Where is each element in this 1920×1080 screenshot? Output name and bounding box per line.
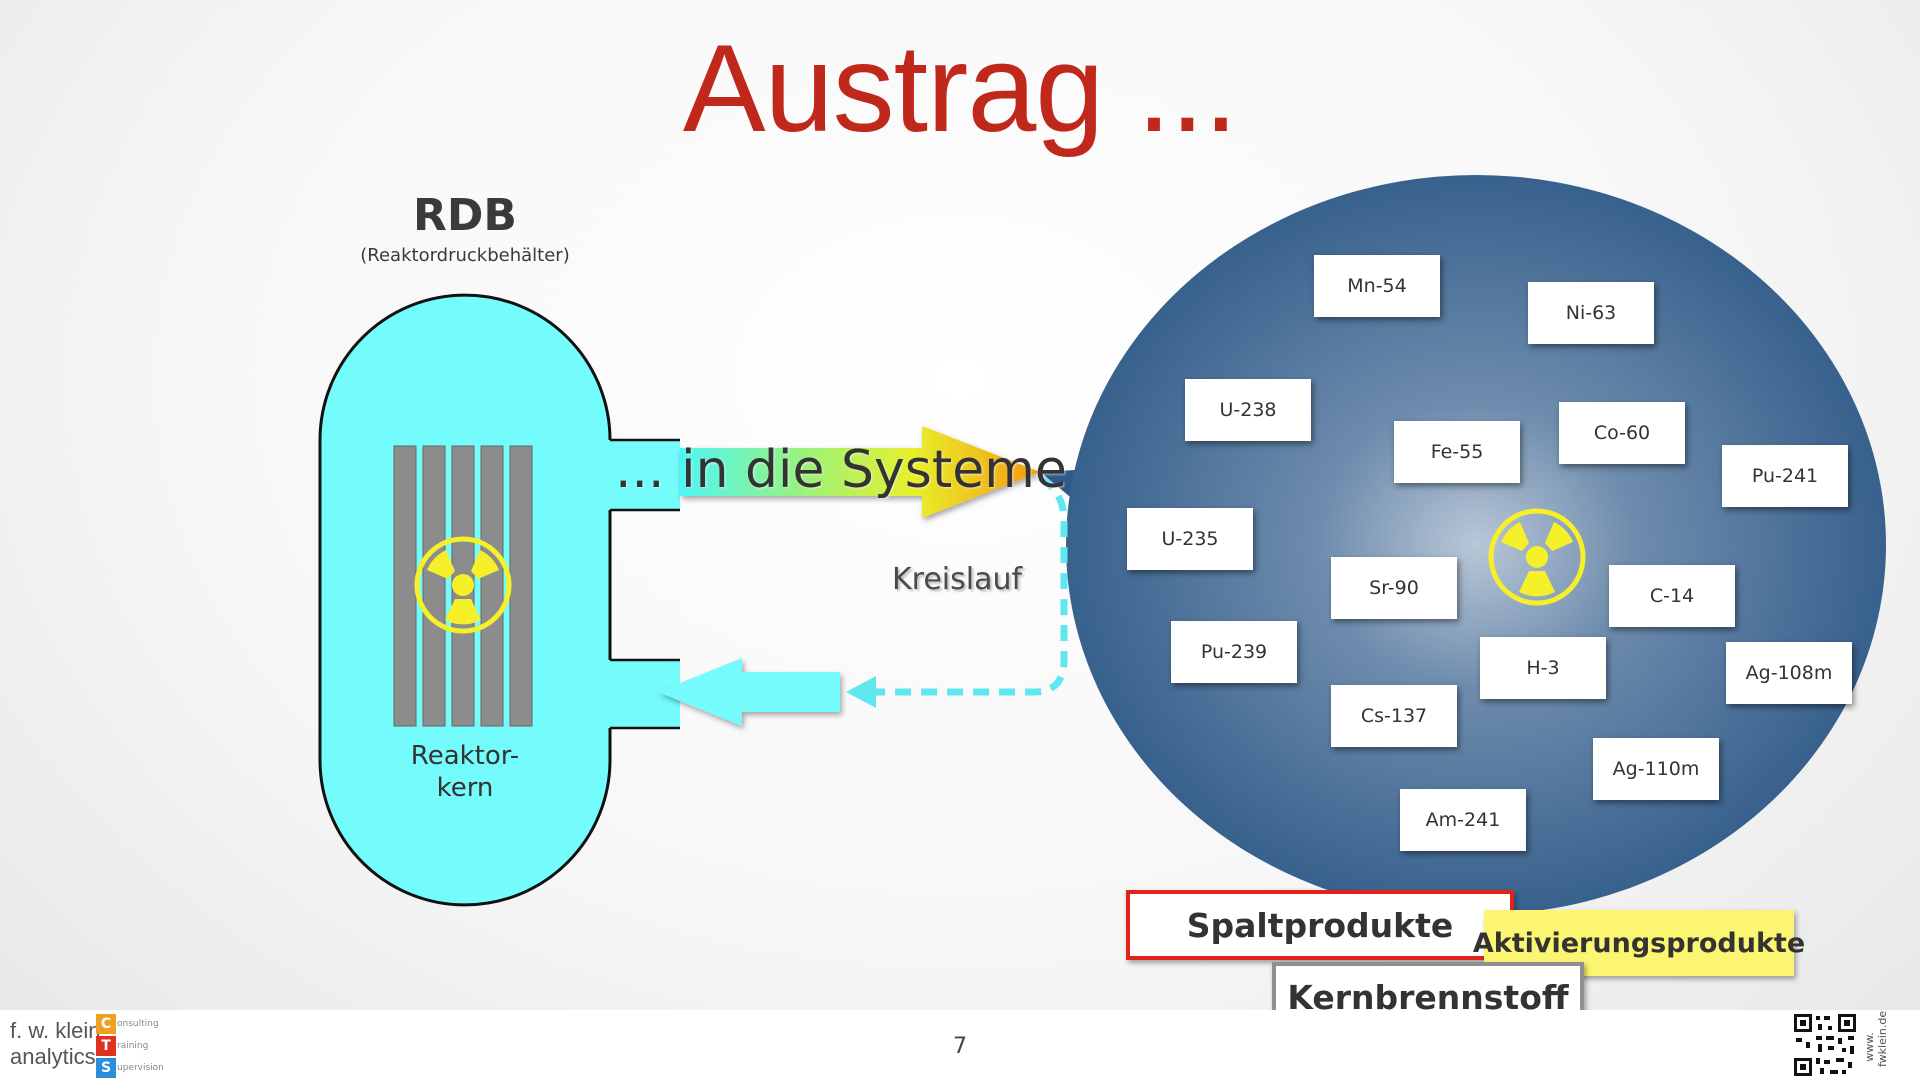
nuclide-box: Ni-63 <box>1528 282 1654 344</box>
diagram-canvas <box>318 175 1886 915</box>
flow-out-label: ... in die Systeme <box>615 440 1067 500</box>
loop-label: Kreislauf <box>892 562 1023 597</box>
company-logo-text: f. w. klein analytics <box>10 1018 100 1070</box>
nuclide-box: C-14 <box>1609 565 1735 627</box>
nuclide-box: H-3 <box>1480 637 1606 699</box>
nuclide-box: Pu-239 <box>1171 621 1297 683</box>
nuclide-box: Ag-110m <box>1593 738 1719 800</box>
website-text: www. fwklein.de <box>1863 1010 1920 1067</box>
logo-line2: analytics <box>10 1044 96 1069</box>
core-label-line2: kern <box>436 773 494 803</box>
loop-dashed-line <box>860 474 1068 696</box>
loop-arrowhead <box>846 676 876 708</box>
rdb-title: RDB <box>413 190 517 241</box>
fuel-rods <box>393 445 533 727</box>
slide-title: Austrag ... <box>682 20 1238 158</box>
reactor-core-label: Reaktor- kern <box>380 740 550 804</box>
return-arrow <box>658 658 840 726</box>
nuclide-box: Am-241 <box>1400 789 1526 851</box>
rdb-subtitle: (Reaktordruckbehälter) <box>360 245 570 266</box>
radiation-icon-core <box>414 536 512 634</box>
footer-bar <box>0 1010 1920 1080</box>
logo-line1: f. w. klein <box>10 1018 101 1043</box>
nuclide-box: Fe-55 <box>1394 421 1520 483</box>
nuclide-box: Ag-108m <box>1726 642 1852 704</box>
category-activation-products: Aktivierungsprodukte <box>1473 910 1805 976</box>
nuclide-box: U-235 <box>1127 508 1253 570</box>
logo-word-consulting: onsulting <box>117 1019 159 1029</box>
nuclide-box: U-238 <box>1185 379 1311 441</box>
inlet-nozzle <box>608 660 680 728</box>
radiation-icon-sphere <box>1488 508 1586 606</box>
logo-letter-t: T <box>96 1036 116 1056</box>
site-line2: fwklein.de <box>1876 1010 1889 1067</box>
nuclide-box: Pu-241 <box>1722 445 1848 507</box>
core-label-line1: Reaktor- <box>410 741 520 771</box>
qr-code-icon[interactable] <box>1792 1012 1858 1078</box>
systems-sphere <box>1040 175 1886 915</box>
page-number: 7 <box>953 1034 967 1059</box>
outlet-nozzle <box>608 440 680 510</box>
nuclide-box: Mn-54 <box>1314 255 1440 317</box>
logo-word-training: raining <box>117 1041 149 1051</box>
category-fission-products: Spaltprodukte <box>1126 890 1514 960</box>
outflow-arrow <box>680 426 1040 518</box>
logo-letter-c: C <box>96 1014 116 1034</box>
logo-word-supervision: upervision <box>117 1063 164 1073</box>
nuclide-box: Cs-137 <box>1331 685 1457 747</box>
nuclide-box: Sr-90 <box>1331 557 1457 619</box>
logo-letter-s: S <box>96 1058 116 1078</box>
site-line1: www. <box>1863 1032 1876 1062</box>
nuclide-box: Co-60 <box>1559 402 1685 464</box>
